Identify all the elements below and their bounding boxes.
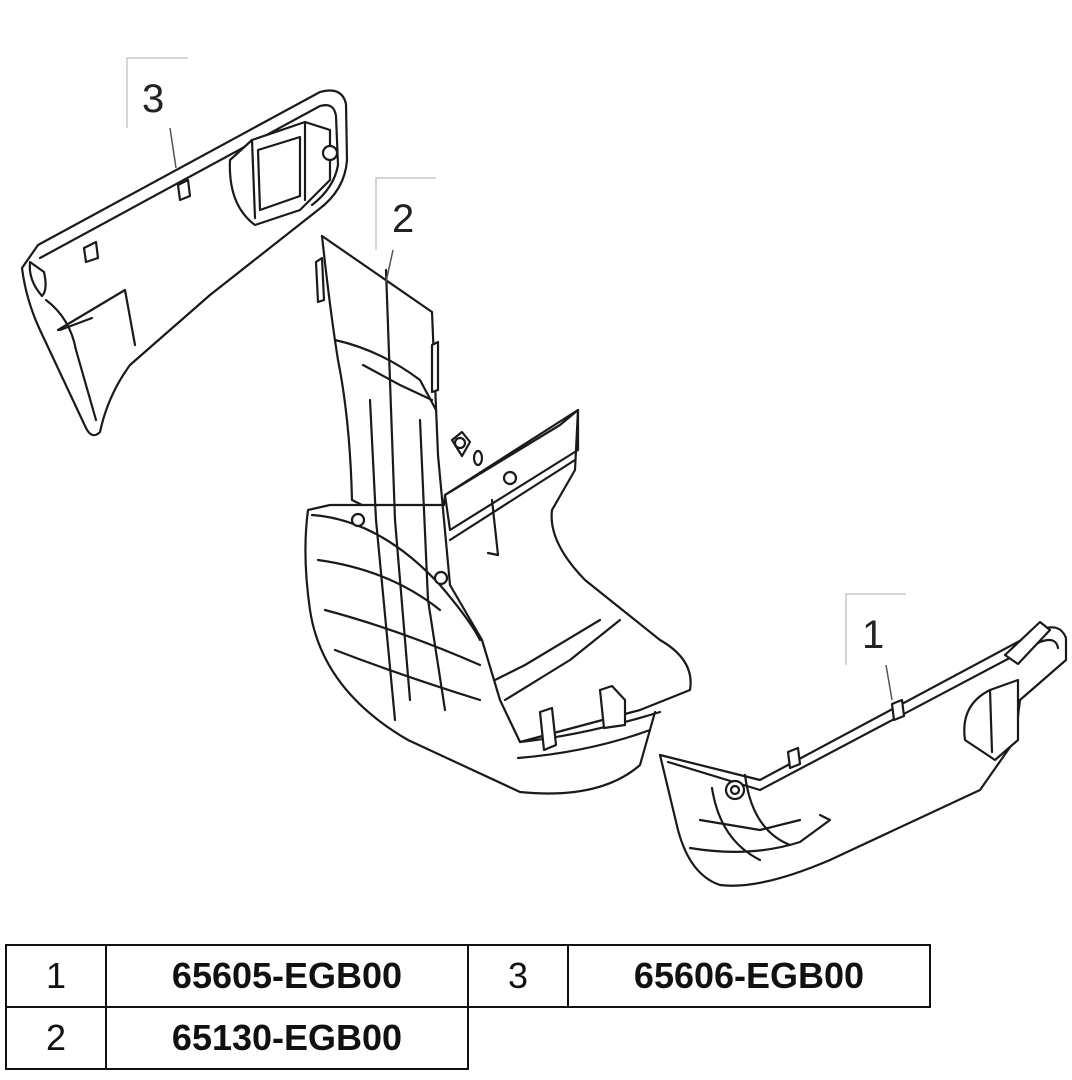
exploded-parts-diagram: 3 2 1	[20, 57, 1068, 887]
item-number-1: 1	[5, 944, 107, 1008]
table-row: 2 65130-EGB00	[5, 1006, 930, 1070]
part-number-3: 65606-EGB00	[567, 944, 931, 1008]
item-number-2: 2	[5, 1006, 107, 1070]
callout-1: 1	[845, 593, 906, 701]
part-1-right-cover	[658, 620, 1068, 887]
part-2-center-cover	[304, 234, 692, 795]
callout-2-number: 2	[392, 197, 414, 241]
part-number-2: 65130-EGB00	[105, 1006, 469, 1070]
table-row: 1 65605-EGB00 3 65606-EGB00	[5, 944, 931, 1008]
item-number-3: 3	[467, 944, 569, 1008]
part-3-left-cover	[20, 89, 349, 437]
callout-3-number: 3	[142, 77, 164, 121]
callout-1-number: 1	[862, 613, 884, 657]
parts-table: 1 65605-EGB00 3 65606-EGB00 2 65130-EGB0…	[5, 944, 931, 1070]
callout-2: 2	[375, 177, 436, 283]
part-number-1: 65605-EGB00	[105, 944, 469, 1008]
callout-3: 3	[126, 57, 188, 169]
